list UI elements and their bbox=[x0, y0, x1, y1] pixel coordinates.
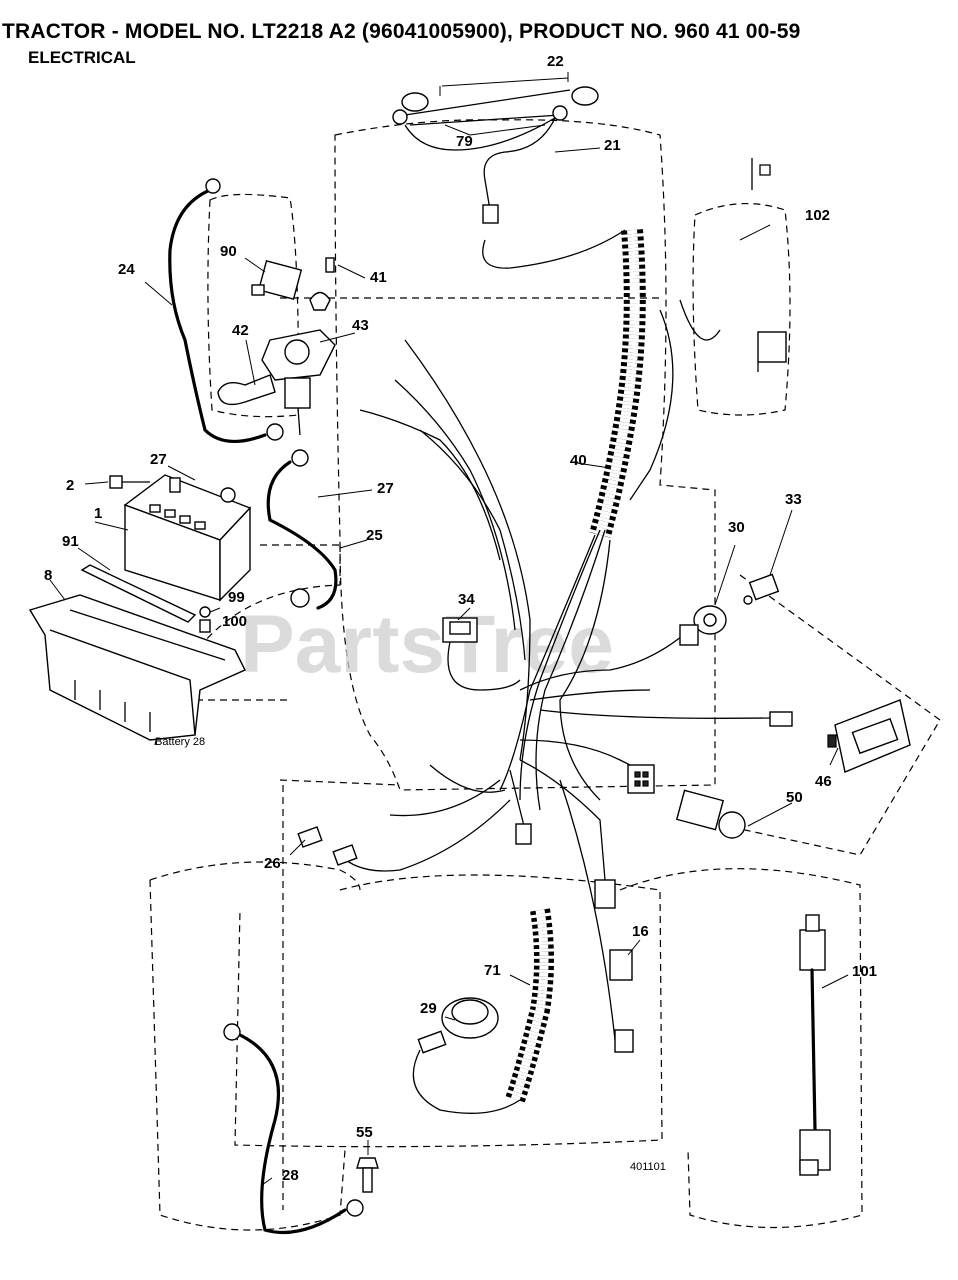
callout-22: 22 bbox=[547, 53, 564, 70]
part-101-jumper-harness bbox=[799, 914, 831, 1176]
callout-26: 26 bbox=[264, 855, 281, 872]
part-33-key bbox=[743, 573, 780, 605]
part-2-bolt bbox=[109, 475, 150, 489]
callout-28: 28 bbox=[282, 1167, 299, 1184]
callout-1: 1 bbox=[94, 505, 102, 522]
callout-90: 90 bbox=[220, 243, 237, 260]
harness-connector-lower bbox=[594, 879, 616, 909]
part-90-relay bbox=[251, 259, 303, 301]
harness-connector-top bbox=[482, 204, 499, 224]
part-42-terminal bbox=[217, 374, 276, 406]
cable-24 bbox=[168, 188, 267, 444]
part-34-switch bbox=[442, 617, 521, 691]
callout-25: 25 bbox=[366, 527, 383, 544]
main-wiring-harness bbox=[339, 229, 771, 1041]
harness-connector-right bbox=[627, 764, 655, 794]
callout-24: 24 bbox=[118, 261, 135, 278]
callout-30: 30 bbox=[728, 519, 745, 536]
part-43-solenoid bbox=[261, 329, 336, 436]
callout-99: 99 bbox=[228, 589, 245, 606]
part-102-decal bbox=[751, 158, 787, 372]
callout-91: 91 bbox=[62, 533, 79, 550]
page-subtitle: ELECTRICAL bbox=[28, 48, 136, 67]
drawing-ref: 401101 bbox=[630, 1161, 666, 1173]
callout-27b: 27 bbox=[377, 480, 394, 497]
callout-labels: 22 79 21 24 90 41 42 43 102 40 27 2 27 1… bbox=[44, 53, 877, 1184]
callout-29: 29 bbox=[420, 1000, 437, 1017]
callout-100: 100 bbox=[222, 613, 247, 630]
headlight-left bbox=[401, 92, 429, 112]
harness-connector-down bbox=[515, 823, 532, 845]
part-41-bolt bbox=[309, 257, 335, 311]
callout-41: 41 bbox=[370, 269, 387, 286]
callout-55: 55 bbox=[356, 1124, 373, 1141]
part-30-ignition-switch bbox=[679, 605, 727, 646]
part-28-ground-cable bbox=[238, 1033, 347, 1235]
cable-25 bbox=[266, 460, 338, 610]
callout-34: 34 bbox=[458, 591, 475, 608]
part-29-seat-switch bbox=[412, 997, 521, 1114]
callout-2: 2 bbox=[66, 477, 74, 494]
callout-27a: 27 bbox=[150, 451, 167, 468]
part-55-bolt bbox=[356, 1157, 379, 1193]
callout-8: 8 bbox=[44, 567, 52, 584]
callout-101: 101 bbox=[852, 963, 877, 980]
callout-79: 79 bbox=[456, 133, 473, 150]
headlight-right bbox=[571, 86, 599, 106]
part-8-battery-tray bbox=[28, 594, 246, 741]
callout-42: 42 bbox=[232, 322, 249, 339]
part-91-strap bbox=[80, 564, 197, 623]
callout-102: 102 bbox=[805, 207, 830, 224]
headlight-harness bbox=[392, 86, 626, 269]
page-title: TRACTOR - MODEL NO. LT2218 A2 (960410059… bbox=[2, 20, 801, 43]
leader-lines bbox=[49, 72, 849, 1186]
harness-connector-side bbox=[769, 711, 793, 727]
part-50-switch bbox=[675, 789, 746, 839]
callout-46: 46 bbox=[815, 773, 832, 790]
callout-50: 50 bbox=[786, 789, 803, 806]
callout-21: 21 bbox=[604, 137, 621, 154]
callout-71: 71 bbox=[484, 962, 501, 979]
battery-note: Battery 28 bbox=[155, 736, 205, 748]
callout-43: 43 bbox=[352, 317, 369, 334]
part-46-hour-meter bbox=[827, 699, 911, 773]
part-16-clip bbox=[609, 949, 634, 1053]
part-1-battery bbox=[123, 474, 252, 602]
part-26-terminals bbox=[297, 826, 358, 866]
callout-40: 40 bbox=[570, 452, 587, 469]
callout-16: 16 bbox=[632, 923, 649, 940]
tractor-outline bbox=[149, 119, 941, 1231]
part-99-100-fasteners bbox=[199, 606, 211, 633]
callout-33: 33 bbox=[785, 491, 802, 508]
